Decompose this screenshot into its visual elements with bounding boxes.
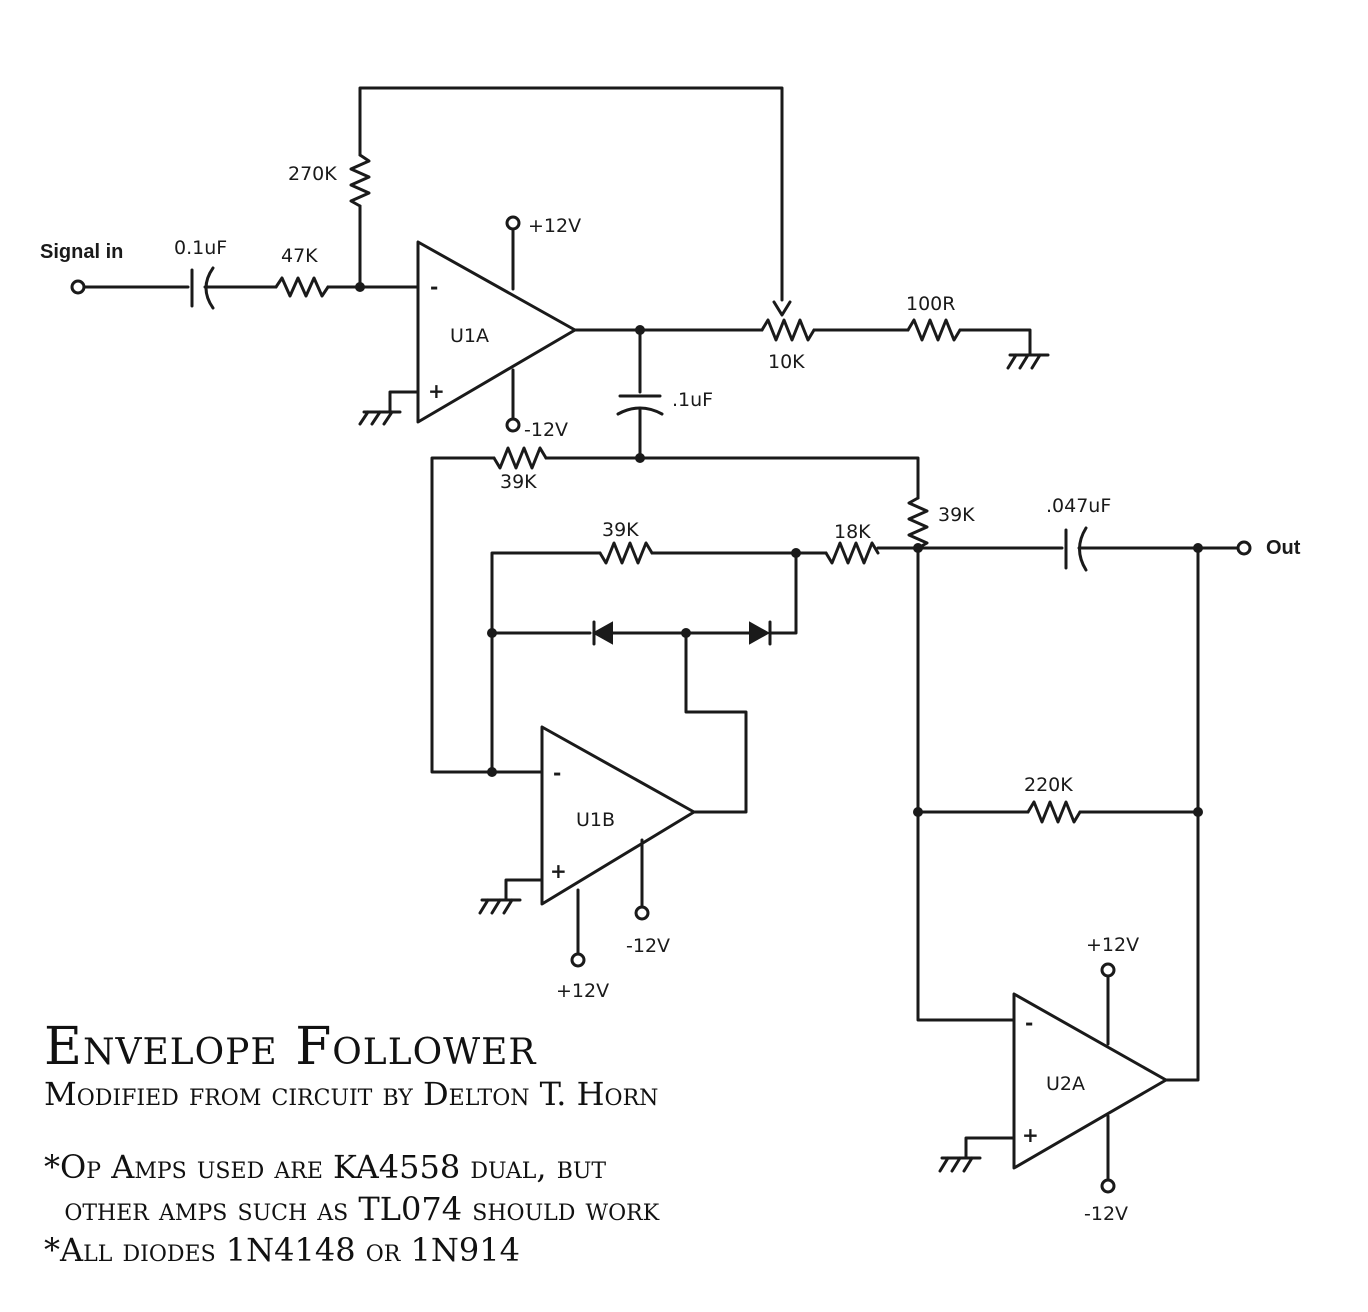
u1b-vneg-label: -12V — [626, 935, 670, 957]
potentiometer-10k — [760, 318, 816, 342]
wire — [684, 631, 748, 814]
u1a-vpos-terminal — [505, 215, 521, 231]
filter-cap-label: .1uF — [672, 389, 713, 411]
u1b-plus-sign: + — [550, 859, 567, 883]
u1a-vneg-label: -12V — [524, 419, 568, 441]
out-terminal — [1236, 540, 1252, 556]
input-resistor-label: 47K — [281, 245, 318, 267]
resistor-100r — [906, 318, 962, 342]
ground-symbol — [1006, 353, 1050, 370]
u2a-label: U2A — [1046, 1073, 1085, 1095]
ground-symbol — [938, 1156, 982, 1173]
u1b-vpos-terminal — [570, 952, 586, 968]
resistor-39k-b-label: 39K — [602, 519, 639, 541]
signal-in-terminal — [70, 279, 86, 295]
wire — [504, 878, 544, 902]
wire — [638, 456, 920, 500]
u2a-minus-sign: - — [1025, 1011, 1033, 1035]
resistor-220k — [1026, 800, 1082, 824]
note-line: *Op Amps used are KA4558 dual, but — [44, 1147, 607, 1186]
wire — [768, 551, 798, 635]
u1a-vpos-label: +12V — [528, 215, 581, 237]
u1b-vpos-label: +12V — [556, 980, 609, 1002]
diagram-subtitle: Modified from circuit by Delton T. Horn — [44, 1074, 659, 1113]
note-line: other amps such as TL074 should work — [44, 1189, 660, 1228]
u1a-minus-sign: - — [430, 275, 438, 299]
wire — [916, 546, 1016, 1022]
diode-2 — [749, 620, 772, 646]
u1b-label: U1B — [576, 809, 615, 831]
resistor-100r-label: 100R — [906, 293, 955, 315]
diagram-title: Envelope Follower — [44, 1017, 537, 1077]
junction-dot — [487, 767, 497, 777]
u2a-vpos-terminal — [1100, 962, 1116, 978]
u1a-vneg-terminal — [505, 417, 521, 433]
resistor-39k-c-label: 39K — [938, 504, 975, 526]
wire — [358, 86, 784, 302]
u2a-vpos-label: +12V — [1086, 934, 1139, 956]
feedback-resistor-270k — [349, 153, 371, 208]
resistor-39k-a-label: 39K — [500, 471, 537, 493]
wiper-arrow — [772, 300, 792, 317]
note-line: *All diodes 1N4148 or 1N914 — [44, 1231, 520, 1270]
opamp-u1a — [416, 240, 577, 424]
u1a-plus-sign: + — [428, 379, 445, 403]
signal-in-label: Signal in — [40, 241, 123, 263]
input-cap-label: 0.1uF — [174, 237, 227, 259]
u1a-label: U1A — [450, 325, 489, 347]
feedback-resistor-label: 270K — [288, 163, 337, 185]
u2a-plus-sign: + — [1022, 1123, 1039, 1147]
u1b-minus-sign: - — [553, 761, 561, 785]
u2a-vneg-terminal — [1100, 1178, 1116, 1194]
out-label: Out — [1266, 537, 1301, 559]
wire — [964, 1136, 1016, 1160]
opamp-u1b — [540, 725, 696, 906]
pot-label: 10K — [768, 351, 805, 373]
opamp-u2a — [1012, 992, 1168, 1170]
resistor-39k-a — [492, 446, 548, 470]
input-resistor — [274, 276, 330, 298]
ground-symbol — [478, 898, 522, 915]
resistor-220k-label: 220K — [1024, 774, 1073, 796]
resistor-18k-label: 18K — [834, 521, 871, 543]
wire — [1164, 546, 1200, 1082]
u2a-vneg-label: -12V — [1084, 1203, 1128, 1225]
u1b-vneg-terminal — [634, 905, 650, 921]
resistor-39k-c — [907, 496, 929, 550]
ground-symbol — [358, 410, 402, 426]
wire — [388, 390, 420, 414]
filter-capacitor — [616, 394, 664, 416]
wire — [430, 456, 544, 774]
wire — [490, 551, 602, 774]
diode-1 — [591, 620, 613, 646]
output-cap-label: .047uF — [1046, 495, 1111, 517]
resistor-39k-b — [598, 541, 654, 565]
wire — [958, 328, 1032, 357]
caption-block: Envelope Follower Modified from circuit … — [44, 1020, 944, 1272]
resistor-18k — [824, 541, 880, 565]
